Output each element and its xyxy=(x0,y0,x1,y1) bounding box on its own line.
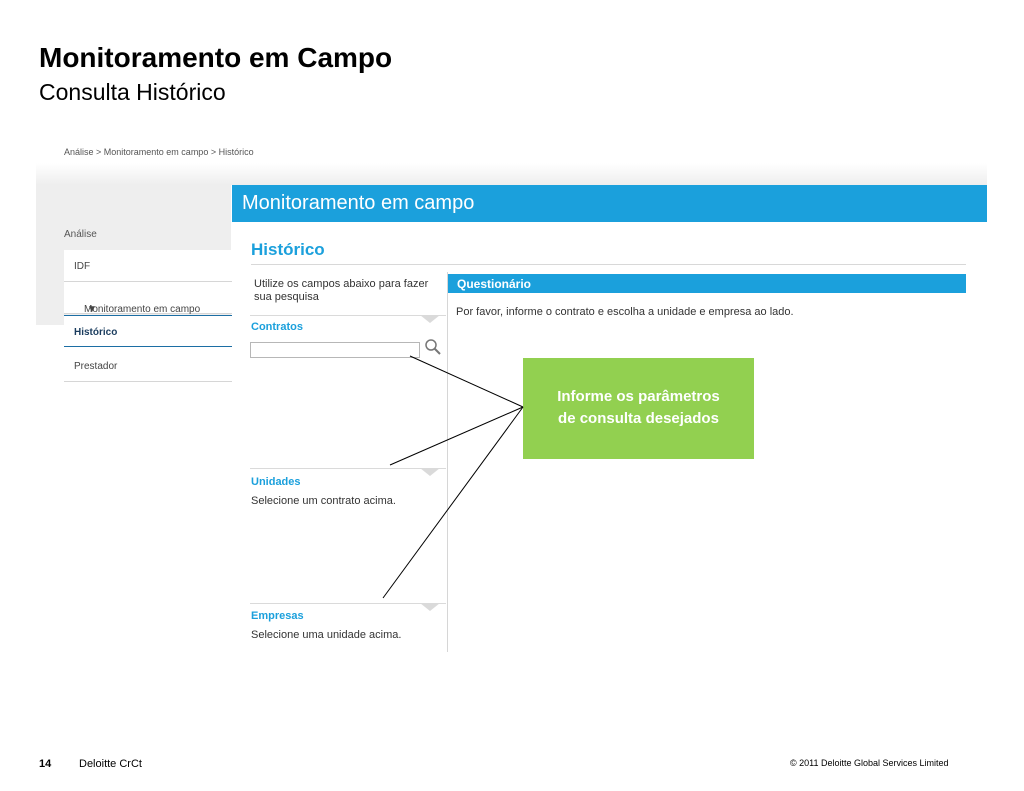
divider-notch xyxy=(420,603,440,611)
sidebar-item-label: Monitoramento em campo xyxy=(84,304,201,315)
search-icon[interactable] xyxy=(424,338,442,356)
chevron-down-icon: ▼ xyxy=(87,304,97,315)
empresas-text: Selecione uma unidade acima. xyxy=(251,629,402,641)
content-header: Monitoramento em campo xyxy=(232,185,987,222)
questionario-header: Questionário xyxy=(448,274,966,293)
contratos-label: Contratos xyxy=(251,321,303,333)
help-text: Utilize os campos abaixo para fazer sua … xyxy=(254,278,429,303)
sidebar-item-historico[interactable]: Histórico xyxy=(64,315,232,347)
contratos-search-input[interactable] xyxy=(250,342,420,358)
sidebar-item-label: Prestador xyxy=(74,361,118,372)
callout-box: Informe os parâmetros de consulta deseja… xyxy=(523,358,754,459)
breadcrumb: Análise > Monitoramento em campo > Histó… xyxy=(64,147,254,157)
slide-subtitle: Consulta Histórico xyxy=(39,79,226,105)
divider-notch xyxy=(420,468,440,476)
unidades-text: Selecione um contrato acima. xyxy=(251,495,396,507)
footer-company: Deloitte CrCt xyxy=(79,758,142,770)
slide-title: Monitoramento em Campo xyxy=(39,42,393,73)
questionario-text: Por favor, informe o contrato e escolha … xyxy=(456,306,794,318)
section-divider xyxy=(250,315,446,316)
page-number: 14 xyxy=(39,758,52,770)
sidebar-item-prestador[interactable]: Prestador xyxy=(64,350,232,382)
empresas-label: Empresas xyxy=(251,610,304,622)
title-divider xyxy=(251,264,966,265)
sidebar-title: Análise xyxy=(64,229,97,240)
section-divider xyxy=(250,603,446,604)
sidebar-item-monitoramento[interactable]: Monitoramento em campo▼ xyxy=(64,282,232,315)
sidebar-item-label: Histórico xyxy=(74,327,118,338)
footer-copyright: © 2011 Deloitte Global Services Limited xyxy=(790,758,949,768)
callout-line: de consulta desejados xyxy=(558,410,719,427)
divider-notch xyxy=(420,315,440,323)
section-divider xyxy=(250,468,446,469)
sidebar-item-label: IDF xyxy=(74,261,91,272)
app-top-bar xyxy=(36,163,987,185)
callout-line: Informe os parâmetros xyxy=(557,388,720,405)
page-title: Histórico xyxy=(251,240,325,259)
unidades-label: Unidades xyxy=(251,476,301,488)
content-header-title: Monitoramento em campo xyxy=(242,192,475,214)
questionario-label: Questionário xyxy=(457,277,532,291)
sidebar-item-idf[interactable]: IDF xyxy=(64,250,232,282)
